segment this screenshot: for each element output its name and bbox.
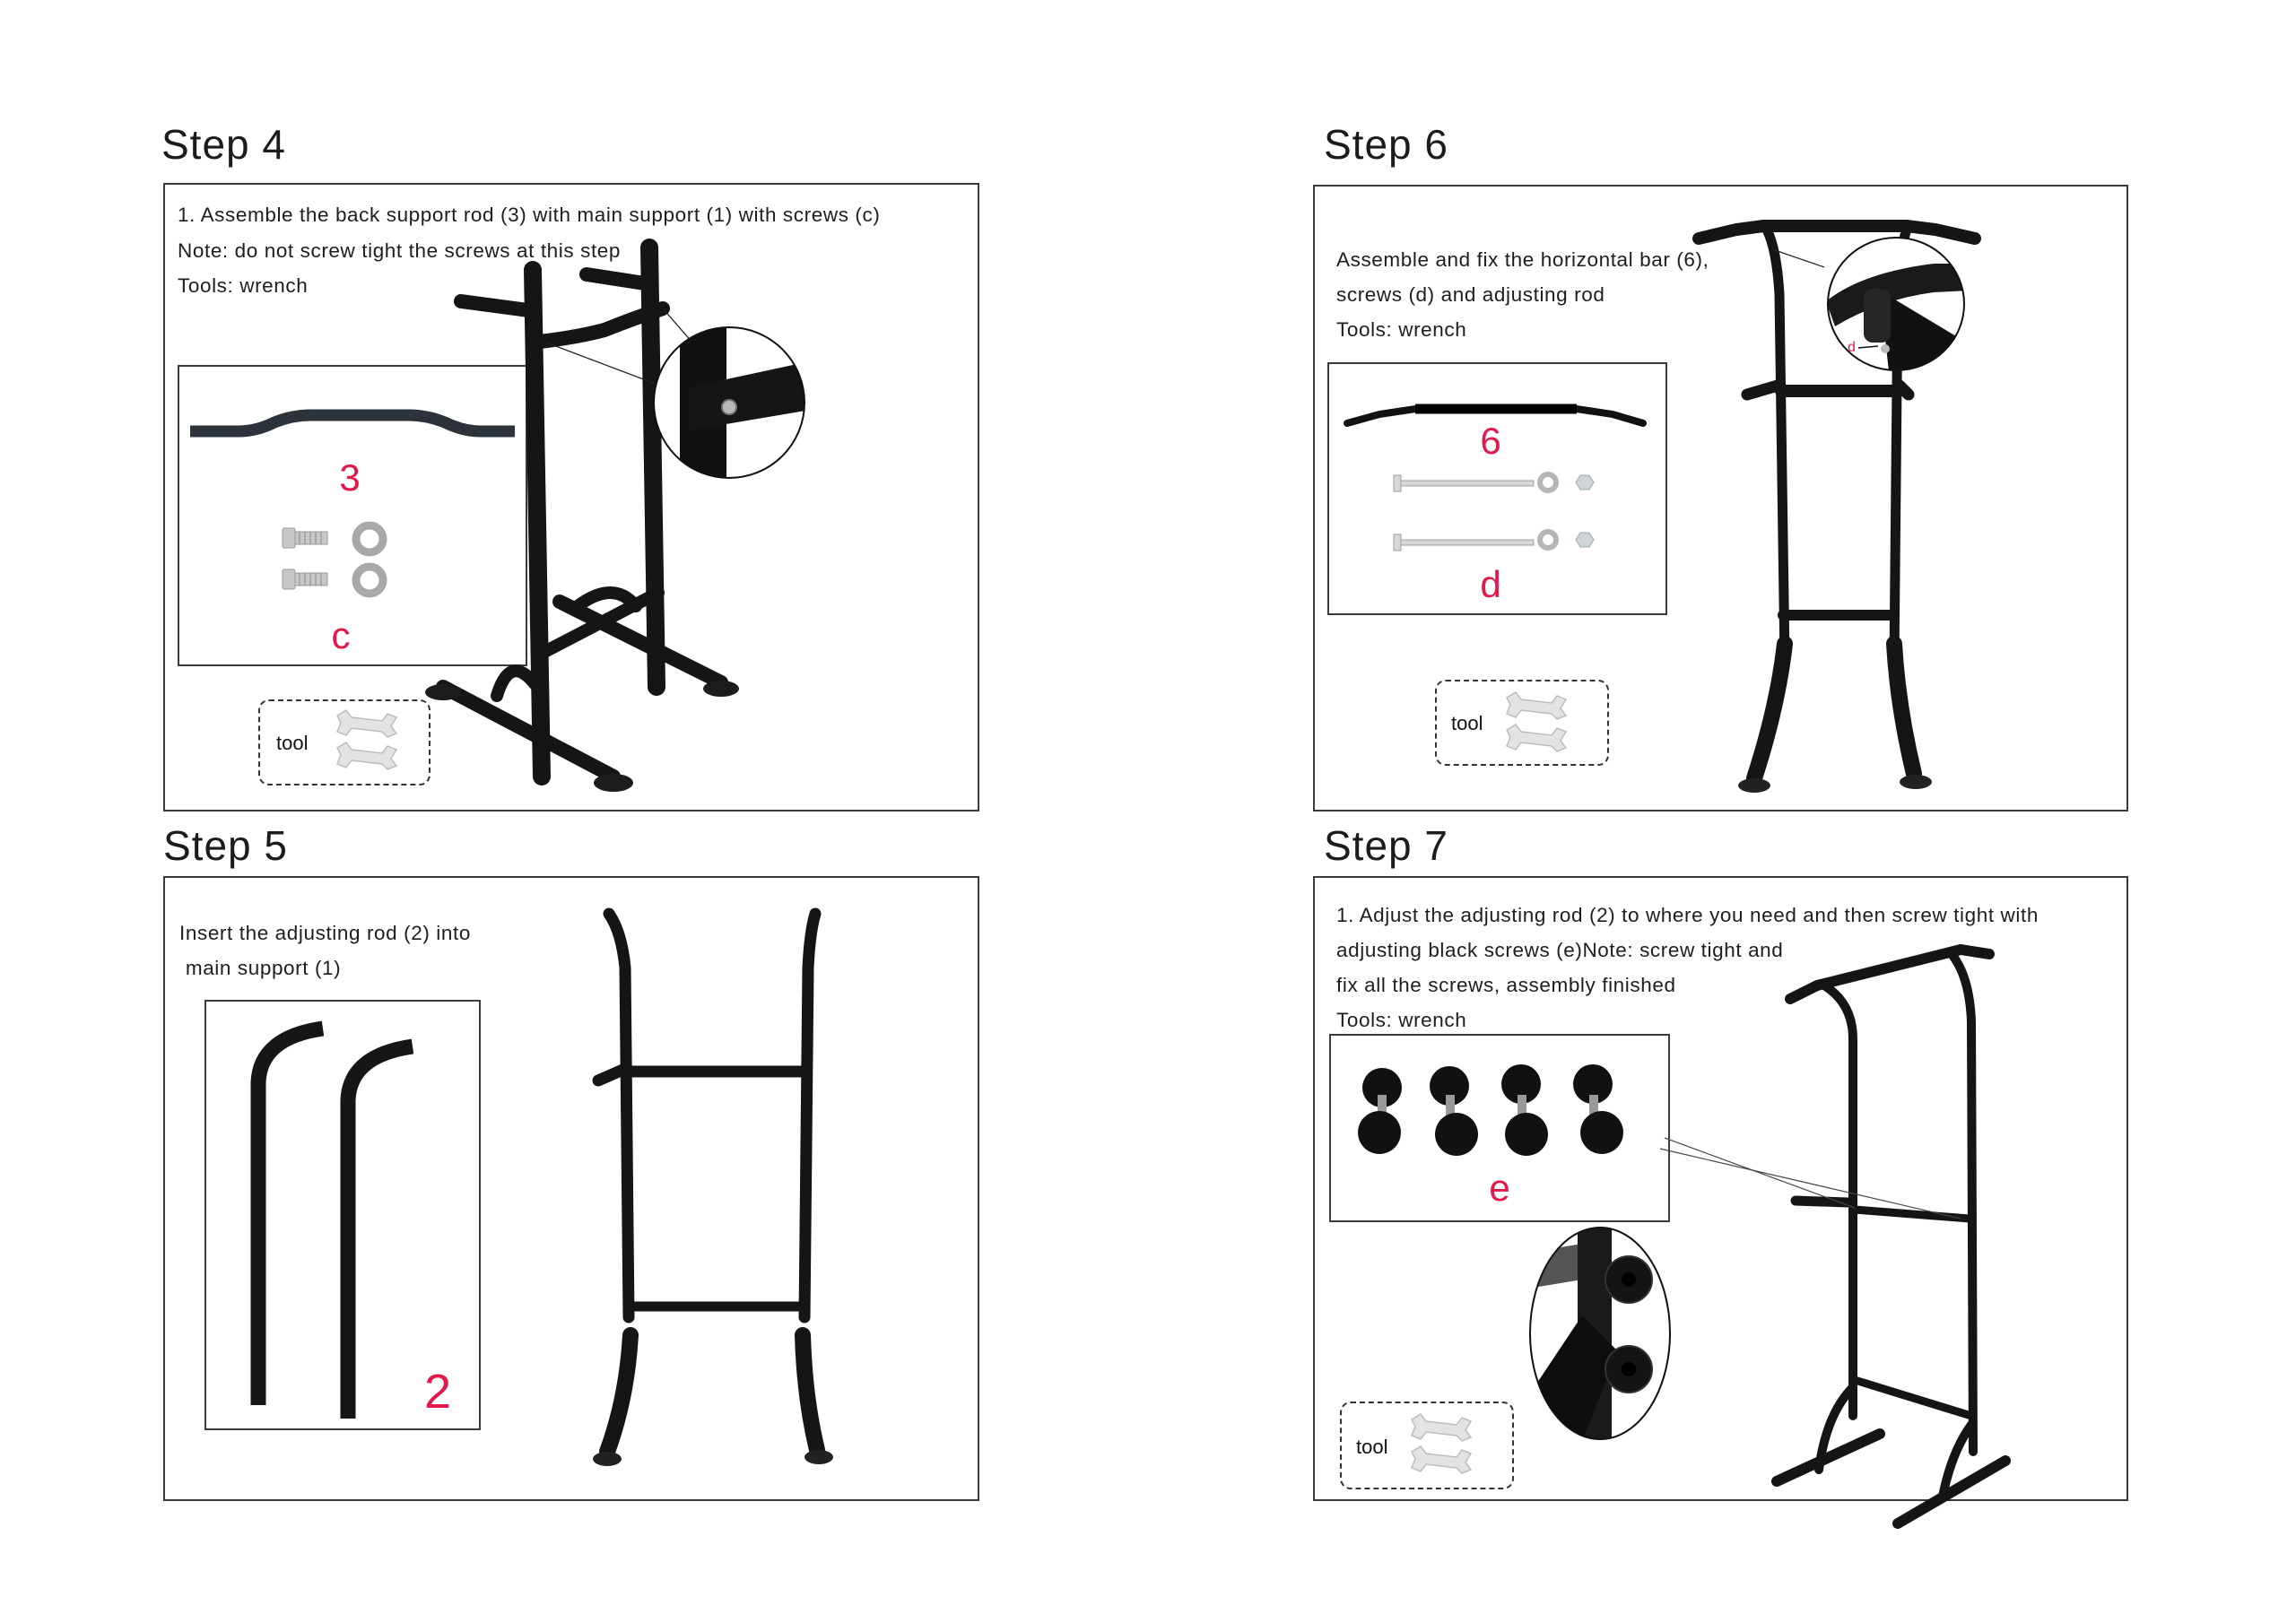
step-6-title: Step 6 <box>1324 121 1448 168</box>
horizontal-bar-icon <box>1344 404 1647 427</box>
step-7-parts-inset: e <box>1329 1034 1670 1222</box>
step-5-instruction-2: main support (1) <box>179 957 342 979</box>
knob-screws-icon <box>1358 1064 1623 1156</box>
part-label-3: 3 <box>339 456 361 499</box>
step-7-instruction-3: fix all the screws, assembly finished <box>1336 974 1676 996</box>
step-5-title: Step 5 <box>163 822 288 869</box>
part-label-c: c <box>331 614 351 656</box>
step-6-instruction-2: screws (d) and adjusting rod <box>1336 283 1605 306</box>
step-5-instruction-1: Insert the adjusting rod (2) into <box>179 922 471 944</box>
step-5-panel: Insert the adjusting rod (2) into main s… <box>163 876 979 1501</box>
step-7-instruction-1: 1. Adjust the adjusting rod (2) to where… <box>1336 904 2039 926</box>
part-label-6: 6 <box>1480 420 1501 462</box>
wrench-icon <box>1411 1413 1473 1474</box>
step-7-tool-box: tool <box>1340 1402 1514 1489</box>
step-7-title: Step 7 <box>1324 822 1448 869</box>
step-6-tools: Tools: wrench <box>1336 318 1467 341</box>
step-4-tools: Tools: wrench <box>178 274 309 297</box>
screws-washers-icon <box>282 521 387 598</box>
step-6-instruction-1: Assemble and fix the horizontal bar (6), <box>1336 248 1709 271</box>
knob-screw-detail-callout <box>1529 1227 1671 1440</box>
tool-label: tool <box>1356 1436 1388 1458</box>
step-6-tool-box: tool <box>1435 680 1609 766</box>
long-screws-icon <box>1393 472 1595 551</box>
step-7-panel: 1. Adjust the adjusting rod (2) to where… <box>1313 876 2128 1529</box>
step-7-tools: Tools: wrench <box>1336 1009 1467 1031</box>
step-5-parts-inset: 2 <box>204 1000 481 1430</box>
step-4-instruction-1: 1. Assemble the back support rod (3) wit… <box>178 204 881 226</box>
callout-label-d: d <box>1848 340 1856 355</box>
main-support-frame-illustration <box>592 907 833 1466</box>
part-label-e: e <box>1489 1167 1510 1209</box>
wrench-icon <box>336 709 398 770</box>
part-label-2: 2 <box>423 1365 452 1419</box>
back-support-rod-icon <box>190 409 515 438</box>
step-4-tool-box: tool <box>258 699 430 785</box>
step-4-panel: 1. Assemble the back support rod (3) wit… <box>163 183 979 812</box>
screw-detail-callout <box>653 326 805 479</box>
tool-label: tool <box>1451 712 1483 734</box>
assembled-power-tower-illustration <box>1659 943 2011 1529</box>
adjusting-rods-icon <box>250 1020 414 1419</box>
tool-label: tool <box>276 732 309 754</box>
wrench-icon <box>1506 691 1568 752</box>
power-tower-frame-illustration <box>1692 220 1981 793</box>
step-6-panel: Assemble and fix the horizontal bar (6),… <box>1313 185 2128 812</box>
step-4-note: Note: do not screw tight the screws at t… <box>178 239 622 262</box>
dip-station-frame-illustration <box>425 239 739 792</box>
step-6-parts-inset: 6 d <box>1327 362 1667 615</box>
step-4-parts-inset: 3 c <box>178 365 527 666</box>
step-7-instruction-2: adjusting black screws (e)Note: screw ti… <box>1336 939 1784 961</box>
step-4-title: Step 4 <box>161 121 286 168</box>
part-label-d: d <box>1480 563 1501 605</box>
horizontal-bar-detail-callout: d <box>1827 237 1965 371</box>
